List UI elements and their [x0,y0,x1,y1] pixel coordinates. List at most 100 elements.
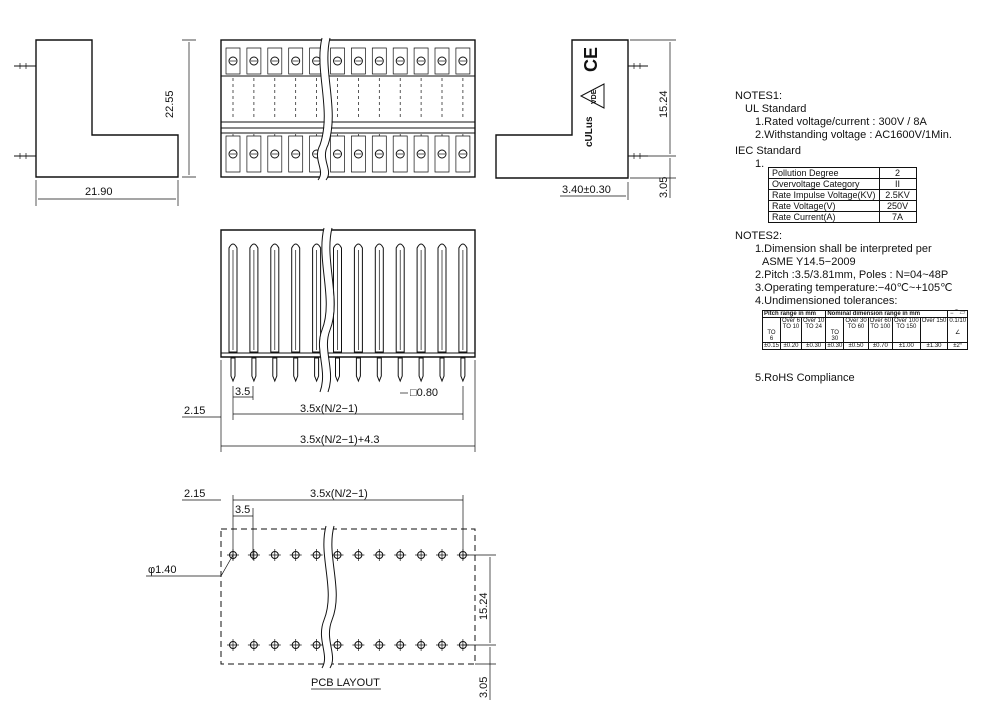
terminal-cell [225,135,241,173]
top-view [220,37,476,183]
screw-icon [416,56,426,66]
tol-angle-range: 0.1/10∠ [947,317,969,343]
terminal-cell [267,135,283,173]
iec-value: 7A [878,211,917,223]
iec-standard-title: IEC Standard [735,145,802,157]
pin-tail [314,357,320,383]
hole-crosshair [352,549,365,561]
tol-value: ±0.15 [762,342,781,350]
tol-value: ±0.30 [825,342,845,350]
screw-icon [458,56,468,66]
notes2-item-4: 4.Undimensioned tolerances: [755,295,898,307]
dim-right-offset: 3.40±0.30 [562,184,611,196]
pin-body [374,243,384,353]
terminal-cell [330,47,345,75]
tol-value: ±0.20 [779,342,803,350]
terminal-cell [434,135,450,173]
iec-value: 250V [878,200,917,212]
dim-right-low: 3.05 [658,177,670,198]
dim-side-width: 21.90 [85,186,113,198]
terminal-cell [330,135,345,173]
terminal-cell [288,135,304,173]
hole-crosshair [331,549,344,561]
pin-body [249,243,259,353]
iec-value: 2 [878,167,917,179]
hole-crosshair [310,549,323,561]
front-pins [228,243,468,383]
pin-tail [460,357,466,383]
pin-body [291,243,301,353]
tol-value: ±0.50 [843,342,869,350]
terminal-cell [371,47,387,75]
dim-front-pitch: 3.5 [235,386,250,398]
terminal-cell [413,135,429,173]
screw-icon [291,56,301,66]
screw-icon [416,149,426,159]
notes2-item-1: 1.Dimension shall be interpreted per [755,243,932,255]
vde-mark: VDE [591,89,598,104]
terminal-cell [455,47,471,75]
hole-crosshair [394,549,407,561]
pin-body [416,243,426,353]
screw-icon [270,56,280,66]
right-view: CE VDE cULus 3.40±0.30 15.24 3.05 [495,39,676,200]
pin-tail [251,357,257,383]
screw-icon [333,56,342,66]
hole-crosshair [352,639,365,651]
terminal-cell [246,135,262,173]
iec-label: Rate Impulse Voltage(KV) [768,189,880,201]
front-view: 3.5 □0.80 3.5x(N/2−1) 2.15 3.5x(N/2−1)+4… [182,227,476,452]
tol-angle-value: ±2° [947,342,969,350]
pin-tail [439,357,445,383]
screw-icon [291,149,301,159]
dim-front-left: 2.15 [184,405,205,417]
pin-body [458,243,468,353]
ul-item-2: 2.Withstanding voltage : AC1600V/1Min. [755,129,952,141]
dim-pcb-height: 15.24 [478,592,490,620]
hole-crosshair [415,639,428,651]
ul-standard-title: UL Standard [745,103,807,115]
side-view: 21.90 22.55 [14,39,196,206]
screw-icon [458,149,468,159]
screw-icon [395,56,405,66]
hole-crosshair [268,639,281,651]
terminal-cell [267,47,283,75]
terminal-cell [455,135,471,173]
terminal-cell [351,135,366,173]
terminal-cell [413,47,429,75]
pin-body [270,243,280,353]
screw-icon [333,149,342,159]
tol-header-nominal: Nominal dimension range in mm [825,310,949,318]
pin-tail [293,357,299,383]
ul-item-1: 1.Rated voltage/current : 300V / 8A [755,116,927,128]
hole-crosshair [289,639,302,651]
screw-icon [249,56,259,66]
terminal-cell [434,47,450,75]
hole-crosshair [268,549,281,561]
iec-value: II [878,178,917,190]
dim-pcb-hole: φ1.40 [148,564,177,576]
screw-icon [353,56,363,66]
screw-icon [228,149,238,159]
notes2-item-1b: ASME Y14.5−2009 [762,256,856,268]
iec-label: Rate Current(A) [768,211,880,223]
screw-icon [270,149,280,159]
terminal-cell [288,47,304,75]
table-row: ±0.15 ±0.20 ±0.30 ±0.30 ±0.50 ±0.70 ±1.0… [762,342,969,350]
pin-tail [418,357,424,383]
hole-crosshair [331,639,344,651]
screw-icon [374,56,384,66]
ul-mark: cULus [584,116,595,147]
pin-tail [230,357,236,383]
screw-icon [353,149,363,159]
tol-header-pitch: Pitch range in mm [761,310,827,318]
dim-side-height: 22.55 [164,90,176,118]
